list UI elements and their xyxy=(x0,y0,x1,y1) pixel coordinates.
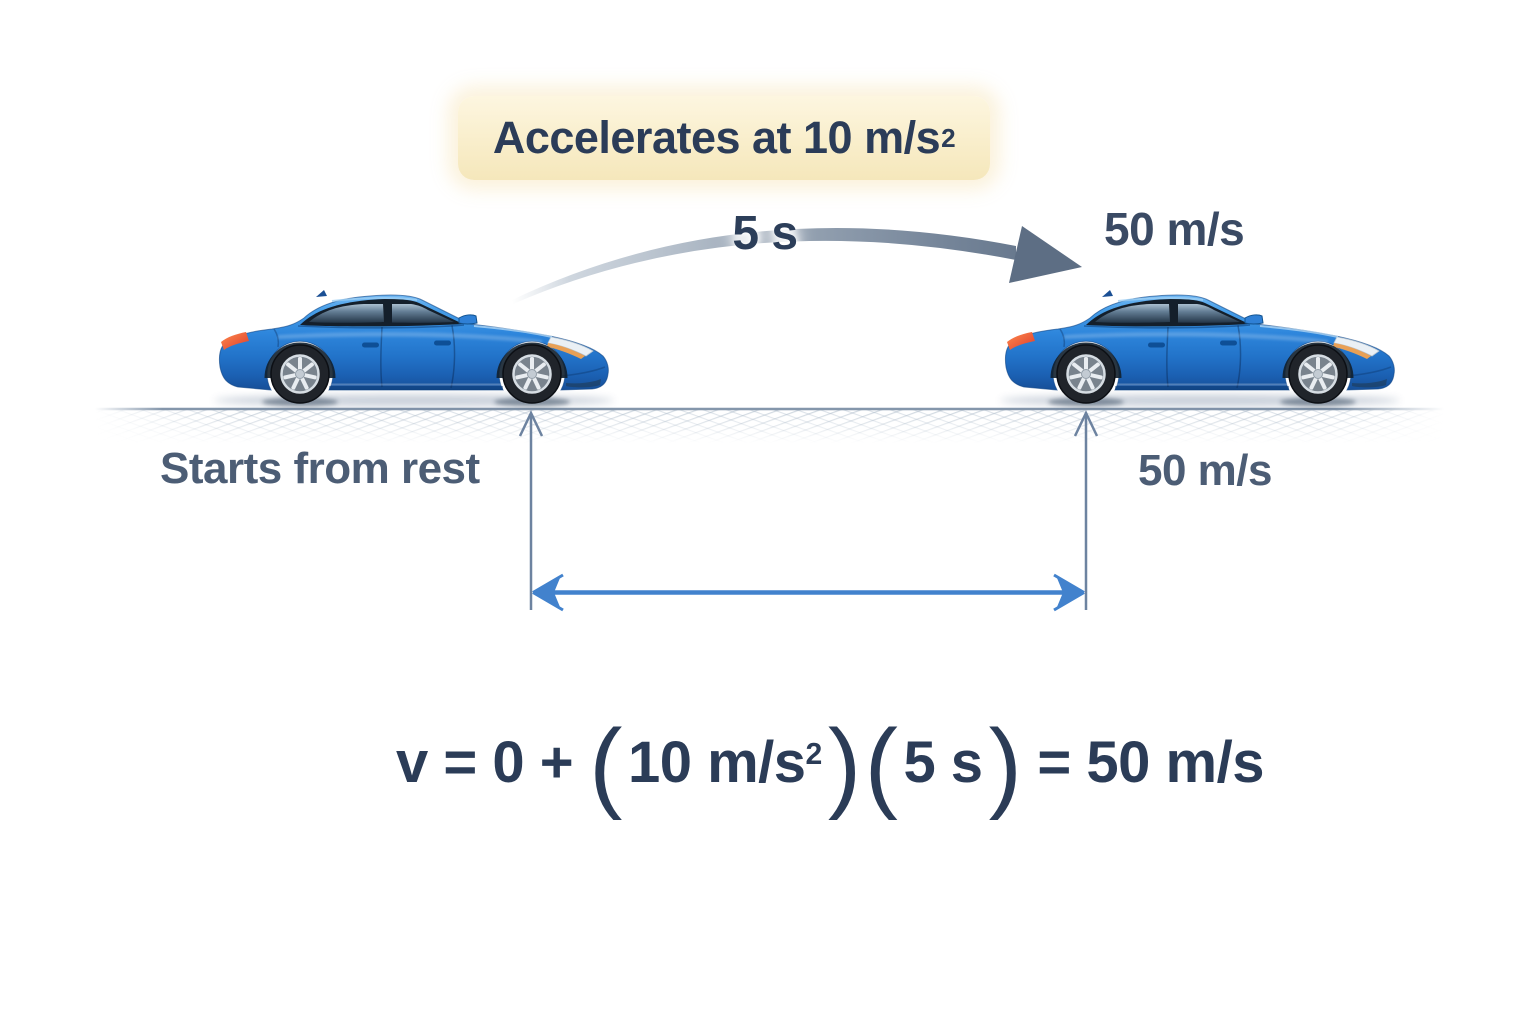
equation-acceleration-value: 10 m/s xyxy=(627,729,806,795)
equation-result: = 50 m/s xyxy=(1037,729,1264,795)
equation-open-paren-2: ( xyxy=(864,709,898,821)
equation-close-paren-1: ) xyxy=(827,709,861,821)
equation-time: 5 s xyxy=(903,729,983,795)
equation-acceleration-superscript: 2 xyxy=(805,737,823,771)
title-banner-label: Accelerates at 10 m/s xyxy=(492,112,941,163)
final-speed-label-bottom: 50 m/s xyxy=(1138,446,1272,495)
motion-arrow-icon xyxy=(512,226,1082,304)
kinematics-equation: v = 0 + ( 10 m/s2 ) ( 5 s ) = 50 m/s xyxy=(62,698,1536,826)
initial-state-label: Starts from rest xyxy=(160,444,480,493)
final-speed-label-top: 50 m/s xyxy=(1104,203,1245,255)
up-chevron-icon xyxy=(518,410,544,437)
road xyxy=(95,407,1444,443)
equation-acceleration: 10 m/s2 xyxy=(628,729,822,796)
time-label: 5 s xyxy=(732,207,798,260)
road-texture xyxy=(95,410,1444,443)
equation-close-paren-2: ) xyxy=(988,709,1022,821)
title-banner-superscript: 2 xyxy=(941,122,956,153)
equation-open-paren-1: ( xyxy=(589,709,622,821)
up-chevron-icon xyxy=(1073,410,1099,437)
equation-prefix: v = 0 + xyxy=(396,729,574,795)
car-initial xyxy=(214,290,614,407)
car-final xyxy=(1000,290,1400,407)
distance-double-arrow-icon xyxy=(532,573,1085,612)
distance-measure xyxy=(518,410,1099,612)
